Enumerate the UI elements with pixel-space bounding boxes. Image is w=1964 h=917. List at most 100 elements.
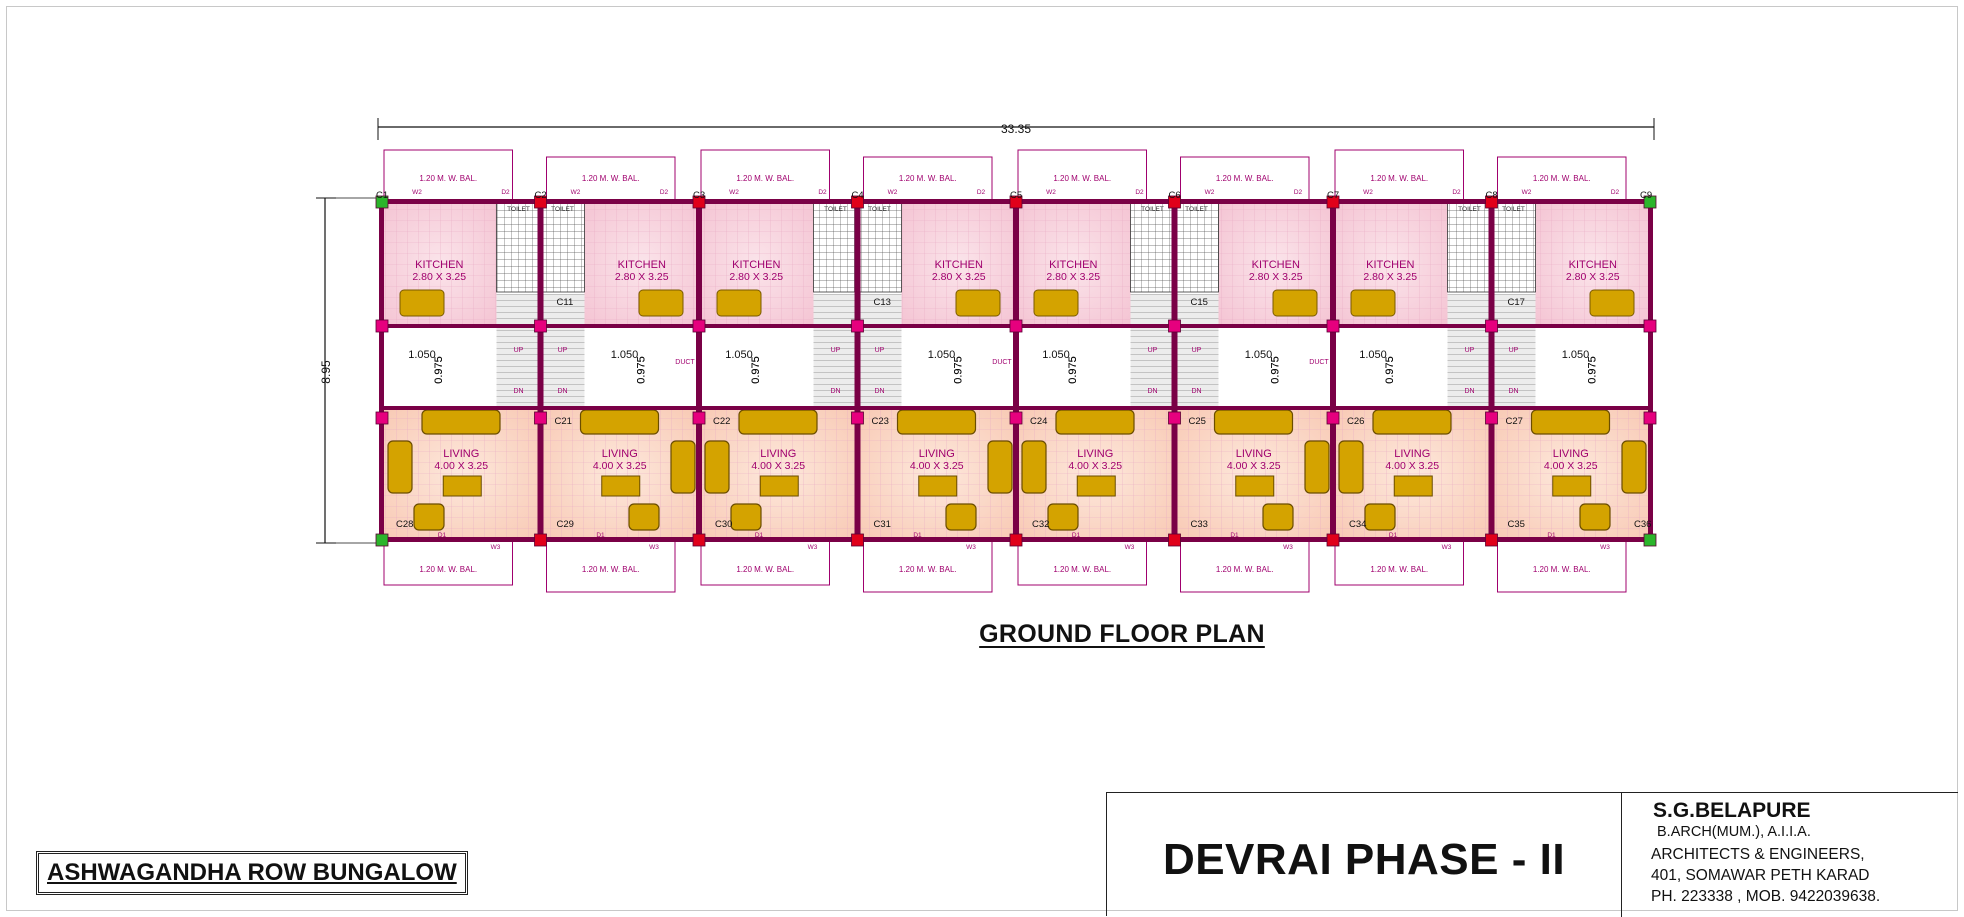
sofa — [1055, 409, 1135, 435]
balcony-top-label: 1.20 M. W. BAL. — [582, 174, 640, 183]
column-bottom — [375, 533, 389, 547]
door-width-label: 1.050 — [1562, 349, 1590, 361]
stair-down-label: DN — [1508, 388, 1518, 395]
stair-flight — [1491, 294, 1536, 408]
svg-text:0.975: 0.975 — [1384, 356, 1396, 384]
column-label-bottom: C33 — [1191, 519, 1208, 530]
column-top — [1643, 195, 1657, 209]
stair-flight — [540, 294, 585, 408]
toilet-label: TOILET — [1502, 206, 1525, 213]
column-label-bottom: C30 — [715, 519, 732, 530]
coffee-table — [442, 475, 482, 497]
stair-down-label: DN — [1191, 388, 1201, 395]
column-living — [851, 411, 864, 425]
kitchen-size-label: 2.80 X 3.25 — [1363, 271, 1417, 283]
kitchen-size-label: 2.80 X 3.25 — [615, 271, 669, 283]
balcony-top-label: 1.20 M. W. BAL. — [736, 174, 794, 183]
balcony-bottom — [1334, 539, 1464, 586]
coffee-table — [1076, 475, 1116, 497]
armchair — [704, 440, 730, 494]
stair-up-label: UP — [1148, 347, 1158, 354]
kitchen-label: KITCHEN — [1049, 259, 1097, 271]
column-bottom — [1643, 533, 1657, 547]
wall-kitchen-passage — [382, 324, 541, 328]
party-wall — [854, 202, 861, 540]
door-depth-label: 0.975 — [1587, 356, 1599, 384]
stair-down-label: DN — [1147, 388, 1157, 395]
door-tag: D1 — [1389, 532, 1398, 539]
balcony-top — [1334, 149, 1464, 203]
duct-label: DUCT — [1309, 359, 1329, 366]
column-mid — [851, 319, 864, 333]
balcony-top-label: 1.20 M. W. BAL. — [1370, 174, 1428, 183]
kitchen-size-label: 2.80 X 3.25 — [729, 271, 783, 283]
balcony-bottom — [1180, 539, 1310, 593]
svg-text:0.975: 0.975 — [1067, 356, 1079, 384]
column-top — [534, 195, 547, 209]
toilet-label: TOILET — [551, 206, 574, 213]
wall-right — [1648, 202, 1653, 540]
stair-up-label: UP — [514, 347, 524, 354]
door-tag: D1 — [1230, 532, 1239, 539]
lounge-chair — [1047, 503, 1079, 531]
toilet-floor — [496, 201, 541, 293]
column-bottom — [692, 533, 706, 547]
toilet-floor — [1491, 201, 1536, 293]
stair-up-label: UP — [558, 347, 568, 354]
column-bottom — [534, 533, 547, 547]
stair-up-label: UP — [875, 347, 885, 354]
living-label: LIVING — [1394, 448, 1430, 460]
balcony-bottom — [546, 539, 676, 593]
door-tag: D1 — [1547, 532, 1556, 539]
columns-layer — [375, 195, 1657, 547]
dining-table — [1033, 289, 1079, 317]
living-size-label: 4.00 X 3.25 — [593, 460, 647, 472]
stair-down-label: DN — [830, 388, 840, 395]
overall-width-label: 33.35 — [1001, 122, 1031, 136]
passage-floor — [699, 326, 814, 408]
wall-kitchen-passage — [1016, 324, 1175, 328]
door-depth-label: 0.975 — [953, 356, 965, 384]
lounge-chair — [945, 503, 977, 531]
door-tag: D2 — [1294, 189, 1303, 196]
column-label-living: C22 — [713, 416, 730, 427]
door-depth-label: 0.975 — [750, 356, 762, 384]
lounge-chair — [730, 503, 762, 531]
kitchen-size-label: 2.80 X 3.25 — [1249, 271, 1303, 283]
kitchen-label: KITCHEN — [935, 259, 983, 271]
balcony-top — [546, 156, 676, 203]
column-bottom — [1485, 533, 1498, 547]
phase-cell: DEVRAI PHASE - II — [1107, 793, 1622, 917]
door-depth-label: 0.975 — [433, 356, 445, 384]
column-bottom — [1009, 533, 1023, 547]
balcony-bottom-label: 1.20 M. W. BAL. — [1216, 565, 1274, 574]
armchair — [1021, 440, 1047, 494]
party-wall — [537, 202, 544, 540]
stair-flight — [1447, 294, 1492, 408]
duct-label: DUCT — [675, 359, 695, 366]
party-wall — [1488, 202, 1495, 540]
stair-down-label: DN — [1464, 388, 1474, 395]
column-label-mid: C13 — [874, 297, 891, 308]
party-wall — [696, 202, 702, 540]
kitchen-label: KITCHEN — [1366, 259, 1414, 271]
lounge-chair — [1262, 503, 1294, 531]
living-size-label: 4.00 X 3.25 — [1227, 460, 1281, 472]
stair-flight — [1174, 294, 1219, 408]
window-tag: W2 — [412, 189, 422, 196]
balcony-bottom-label: 1.20 M. W. BAL. — [736, 565, 794, 574]
door-tag: D1 — [913, 532, 922, 539]
column-top — [851, 195, 864, 209]
column-mid — [375, 319, 389, 333]
svg-text:0.975: 0.975 — [433, 356, 445, 384]
door-width-label: 1.050 — [408, 349, 436, 361]
door-tag: D1 — [438, 532, 447, 539]
toilet-floor — [1447, 201, 1492, 293]
stair-down-label: DN — [874, 388, 884, 395]
window-tag: W3 — [1442, 544, 1452, 551]
living-size-label: 4.00 X 3.25 — [1544, 460, 1598, 472]
party-wall — [1330, 202, 1336, 540]
column-mid — [692, 319, 706, 333]
